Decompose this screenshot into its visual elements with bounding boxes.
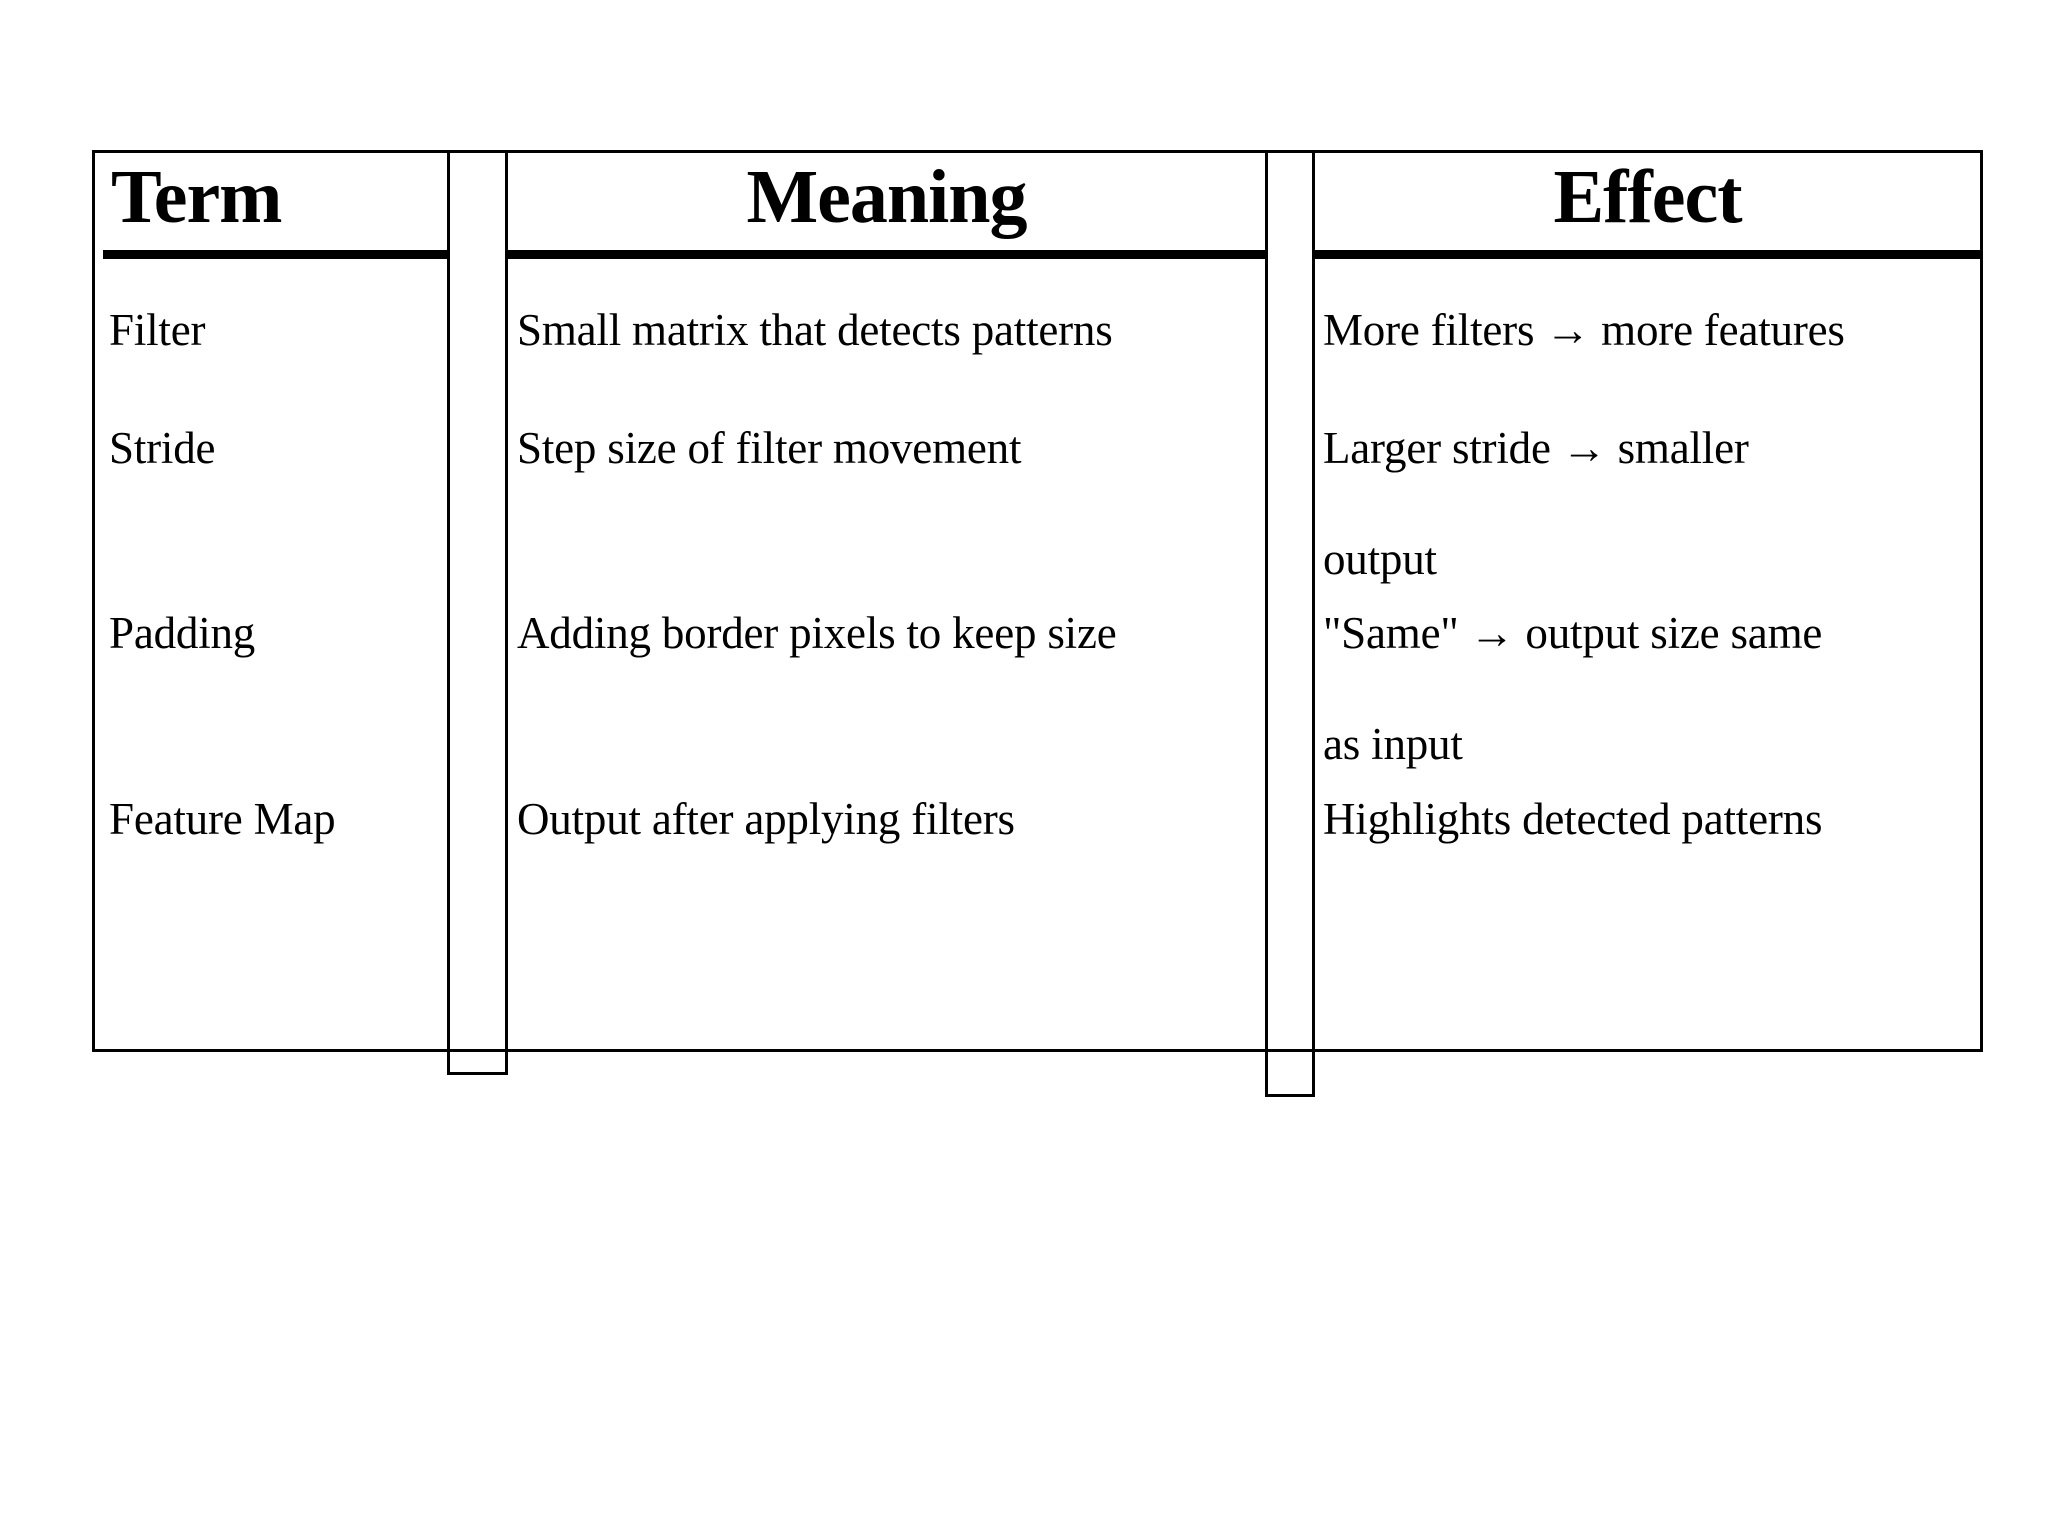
header-underline-effect <box>1315 250 1980 259</box>
column-divider-term-right <box>447 153 450 1075</box>
table-row: Filter <box>109 305 206 355</box>
table-row: Small matrix that detects patterns <box>517 305 1113 355</box>
gutter-bottom-rule-1 <box>447 1072 508 1075</box>
terminology-table: Term Meaning Effect Filter Small matrix … <box>92 150 1983 1097</box>
table-row: Padding <box>109 608 256 658</box>
table-header-row: Term Meaning Effect <box>95 153 1980 259</box>
table-row: Feature Map <box>109 794 336 844</box>
table-row: Step size of filter movement <box>517 423 1022 473</box>
header-label-meaning: Meaning <box>746 155 1027 239</box>
header-cell-effect: Effect <box>1315 153 1980 259</box>
gutter-bottom-rule-2 <box>1265 1094 1315 1097</box>
column-divider-effect-left <box>1312 153 1315 1097</box>
header-cell-term: Term <box>103 153 447 259</box>
header-label-term: Term <box>111 155 283 239</box>
header-cell-meaning: Meaning <box>508 153 1265 259</box>
header-label-effect: Effect <box>1553 155 1742 239</box>
table-row: Stride <box>109 423 216 473</box>
column-divider-meaning-left <box>505 153 508 1075</box>
table-row: Larger stride → smaller output <box>1323 423 1749 584</box>
column-divider-meaning-right <box>1265 153 1268 1097</box>
header-underline-meaning <box>508 250 1265 259</box>
table-row: Adding border pixels to keep size <box>517 608 1117 658</box>
table-row: "Same" → output size same as input <box>1323 608 1823 769</box>
table-row: Highlights detected patterns <box>1323 794 1823 844</box>
table-row: Output after applying filters <box>517 794 1015 844</box>
table-row: More filters → more features <box>1323 305 1845 355</box>
header-underline-term <box>103 250 447 259</box>
